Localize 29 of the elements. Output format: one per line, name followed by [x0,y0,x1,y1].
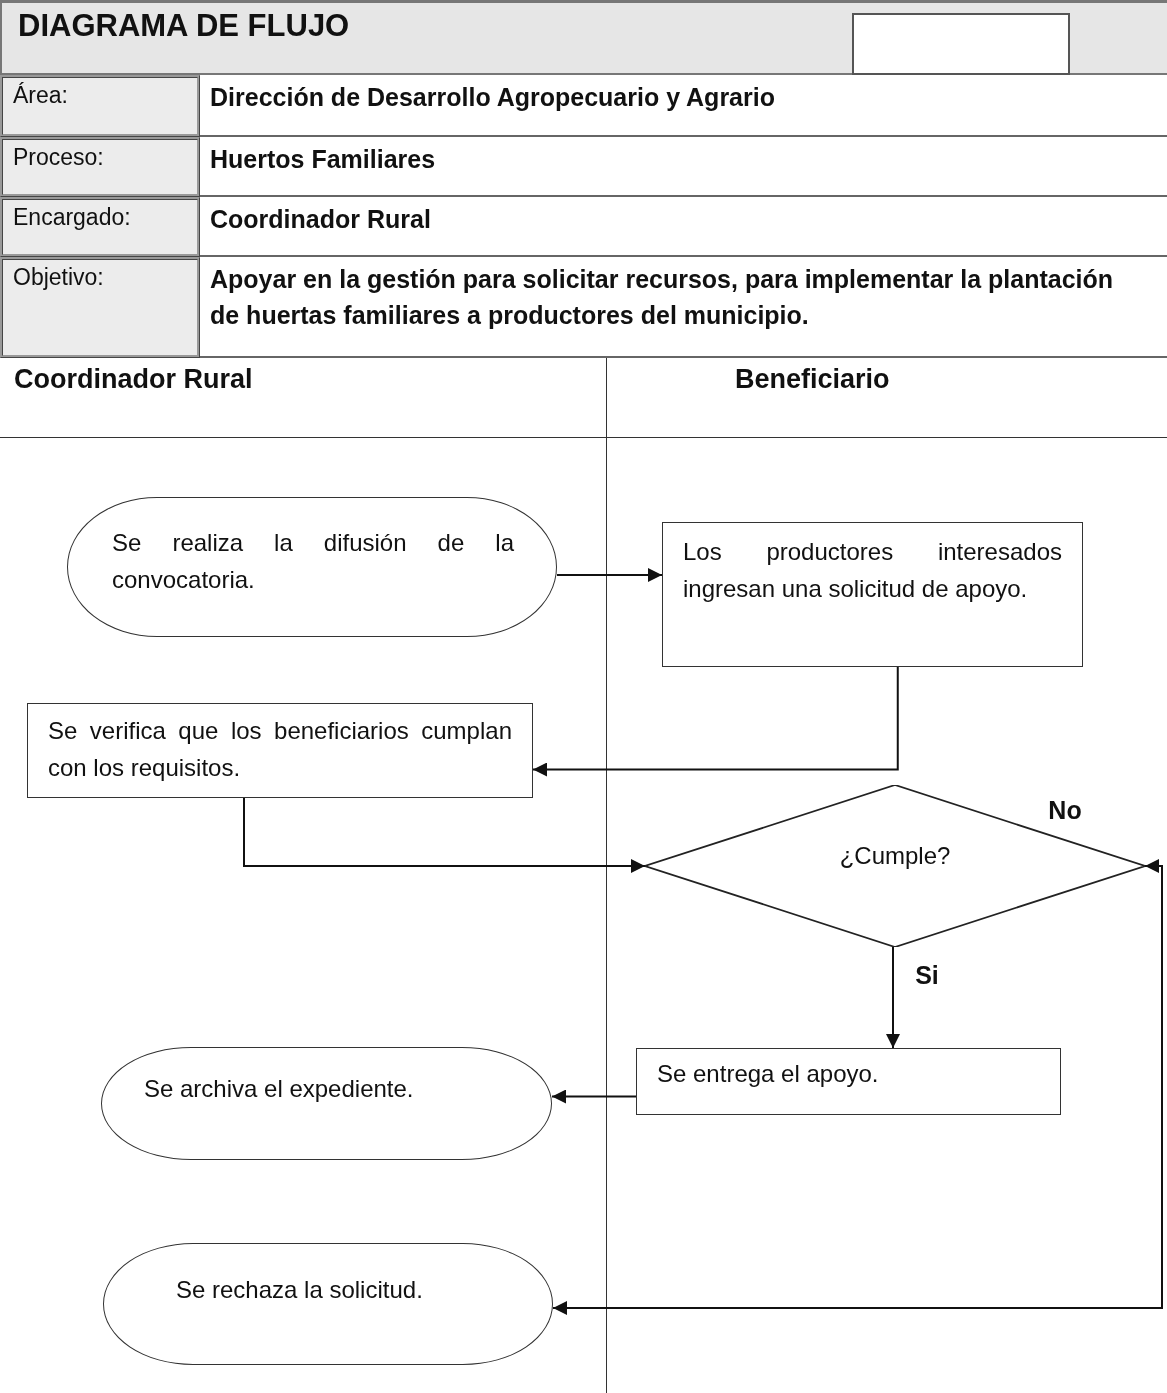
swimlane [0,358,607,1393]
table-cell: Dirección de Desarrollo Agropecuario y Agrario [200,75,1167,137]
table-cell: Coordinador Rural [200,197,1167,257]
arrow [886,946,900,1049]
step-text: Se realiza la difusión de la convocatoria. [112,528,514,596]
table-cell: Área: [0,75,200,137]
process-box [27,703,533,798]
table-cell: Apoyar en la gestión para solicitar recursos, para implementar la plantación de huertas familiares a productores del municipio. [200,257,1167,358]
step-text: Se archiva el expediente. [144,1074,415,1104]
arrow [552,859,1163,1315]
lane-title: Coordinador Rural [14,364,253,394]
table-cell: Huertos Familiares [200,137,1167,197]
step-text: Se verifica que los beneficiarios cumplan con los requisitos. [48,716,512,784]
step-text: Se entrega el apoyo. [657,1059,880,1089]
lane-title: Beneficiario [735,364,890,394]
title: DIAGRAMA DE FLUJO [18,8,351,44]
step-text: Los productores interesados ingresan una solicitud de apoyo. [683,537,1062,605]
arrow [551,1089,637,1104]
table-cell: Objetivo: [0,257,200,358]
decision-diamond [645,785,1145,947]
process-box [636,1048,1061,1115]
arrow [532,666,899,777]
arrow [243,797,646,873]
arrow [556,568,663,582]
decision-text: ¿Cumple? [838,841,952,871]
table-cell: Proceso: [0,137,200,197]
table-cell: Encargado: [0,197,200,257]
process-box [662,522,1083,667]
step-text: Se rechaza la solicitud. [176,1275,424,1305]
